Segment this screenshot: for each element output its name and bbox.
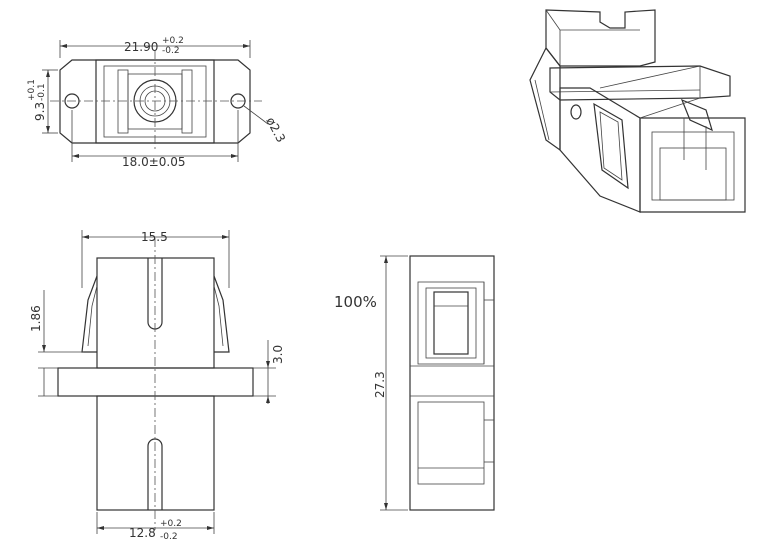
- clip-offset-label: 1.86: [29, 305, 43, 332]
- top-width-label: 15.5: [141, 230, 168, 244]
- bottom-width-value: 12.8: [129, 526, 156, 540]
- end-view: [380, 255, 495, 511]
- front-width-tol-minus: -0.2: [162, 46, 180, 56]
- front-view: [42, 40, 269, 162]
- front-height-tol-minus: -0.1: [37, 83, 47, 101]
- isometric-view: [529, 9, 746, 213]
- front-width-value: 21.90: [124, 40, 158, 54]
- bottom-width-tol-minus: -0.2: [160, 532, 178, 542]
- front-height-value: 9.3: [33, 102, 47, 121]
- side-height-label: 27.3: [373, 371, 387, 398]
- side-view: [38, 230, 276, 534]
- hole-diameter-label: ø2.3: [263, 115, 288, 145]
- scale-label: 100%: [334, 293, 377, 311]
- flange-thickness-label: 3.0: [271, 345, 285, 364]
- hole-spacing-label: 18.0±0.05: [122, 155, 186, 169]
- front-width-tol-plus: +0.2: [162, 36, 184, 46]
- front-height-tol-plus: +0.1: [27, 79, 37, 101]
- bottom-width-tol-plus: +0.2: [160, 519, 182, 529]
